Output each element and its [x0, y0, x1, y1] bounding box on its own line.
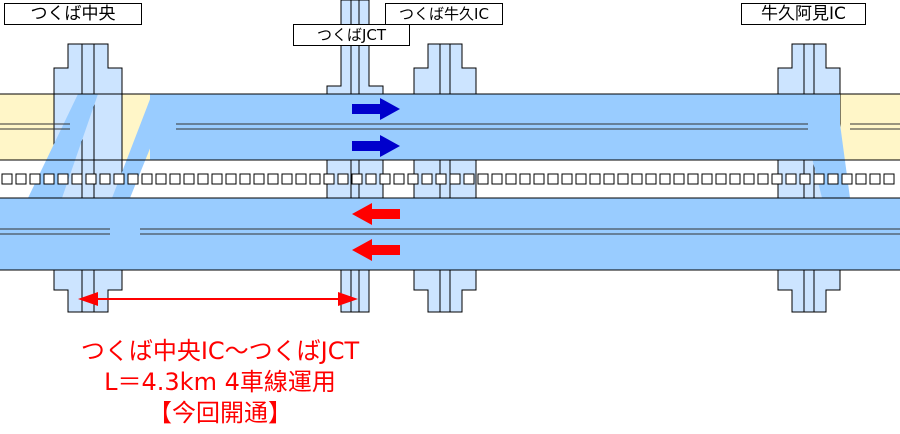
label-tsukuba-jct: つくばJCT [293, 24, 410, 46]
median-block [43, 173, 55, 185]
section-caption: つくば中央IC～つくばJCT L＝4.3km 4車線運用 【今回開通】 [60, 336, 380, 429]
median-block [561, 173, 573, 185]
median-block [813, 173, 825, 185]
median-block [309, 173, 321, 185]
median-block [435, 173, 447, 185]
median-block [337, 173, 349, 185]
median-block [687, 173, 699, 185]
median-block [785, 173, 797, 185]
caption-section-name: つくば中央IC～つくばJCT [80, 337, 360, 365]
median-block [715, 173, 727, 185]
median-block [659, 173, 671, 185]
median-block [183, 173, 195, 185]
median-block [15, 173, 27, 185]
median-block [239, 173, 251, 185]
median-block [323, 173, 335, 185]
median-block [113, 173, 125, 185]
median-block [491, 173, 503, 185]
westbound-arrow-1 [352, 203, 400, 225]
median-block [729, 173, 741, 185]
median-block [701, 173, 713, 185]
median-block [743, 173, 755, 185]
median-block [141, 173, 153, 185]
section-length-arrow [78, 292, 358, 306]
median-block [211, 173, 223, 185]
median-block [253, 173, 265, 185]
road-edge-lines [0, 93, 900, 271]
median-block [449, 173, 461, 185]
median-block [421, 173, 433, 185]
median-block [631, 173, 643, 185]
median-block [771, 173, 783, 185]
median-block [281, 173, 293, 185]
median-block [1, 173, 13, 185]
median-block [85, 173, 97, 185]
median-block [799, 173, 811, 185]
ramp-ami [796, 94, 850, 198]
median-block [673, 173, 685, 185]
median-block [617, 173, 629, 185]
median-block [197, 173, 209, 185]
median-block [841, 173, 853, 185]
median-block [757, 173, 769, 185]
caption-status: 【今回開通】 [148, 399, 292, 427]
median-block [57, 173, 69, 185]
label-tsukuba-ushiku-ic: つくば牛久IC [385, 3, 503, 25]
median-block [519, 173, 531, 185]
median-block [295, 173, 307, 185]
median-block [827, 173, 839, 185]
median-block [533, 173, 545, 185]
median-block [351, 173, 363, 185]
eastbound-arrow-1 [352, 98, 400, 120]
median-block [869, 173, 881, 185]
median-block [575, 173, 587, 185]
median-block [645, 173, 657, 185]
lane-dividers [0, 123, 900, 235]
median-block [547, 173, 559, 185]
eastbound-carriageway [150, 94, 840, 160]
median-block [267, 173, 279, 185]
median-block [883, 173, 895, 185]
median-block [407, 173, 419, 185]
caption-length-lanes: L＝4.3km 4車線運用 [104, 368, 336, 396]
median-block [589, 173, 601, 185]
westbound-arrow-2 [352, 239, 400, 261]
median-block [29, 173, 41, 185]
median-block [169, 173, 181, 185]
median-block [127, 173, 139, 185]
median-barrier [1, 173, 895, 185]
median-block [855, 173, 867, 185]
median-block [379, 173, 391, 185]
label-tsukuba-chuo: つくば中央 [4, 3, 142, 25]
median-block [505, 173, 517, 185]
median-block [603, 173, 615, 185]
eastbound-arrow-2 [352, 135, 400, 157]
median-block [99, 173, 111, 185]
median-block [477, 173, 489, 185]
median-block [225, 173, 237, 185]
ramp-chuo-outer [28, 94, 98, 198]
label-ushiku-ami-ic: 牛久阿見IC [741, 3, 866, 25]
median-block [463, 173, 475, 185]
median-block [71, 173, 83, 185]
ramp-chuo-inner [112, 94, 172, 198]
median-block [393, 173, 405, 185]
median-block [155, 173, 167, 185]
median-block [365, 173, 377, 185]
